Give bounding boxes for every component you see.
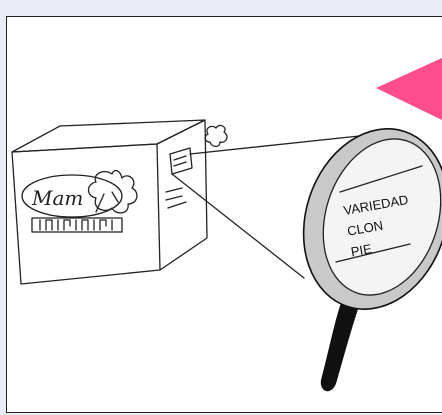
illustration-svg: Mam <box>0 16 442 415</box>
box-logo-text: Mam <box>31 186 83 210</box>
box-side-label <box>170 148 192 174</box>
illustration-frame: Mam <box>0 16 442 415</box>
grape-leaf-small-icon <box>205 125 227 146</box>
box-barcode <box>32 218 122 232</box>
arrow-pointer-icon <box>376 58 442 120</box>
zoom-line-bottom <box>172 174 304 278</box>
wine-box: Mam <box>12 120 227 284</box>
grape-leaf-icon <box>89 171 137 213</box>
